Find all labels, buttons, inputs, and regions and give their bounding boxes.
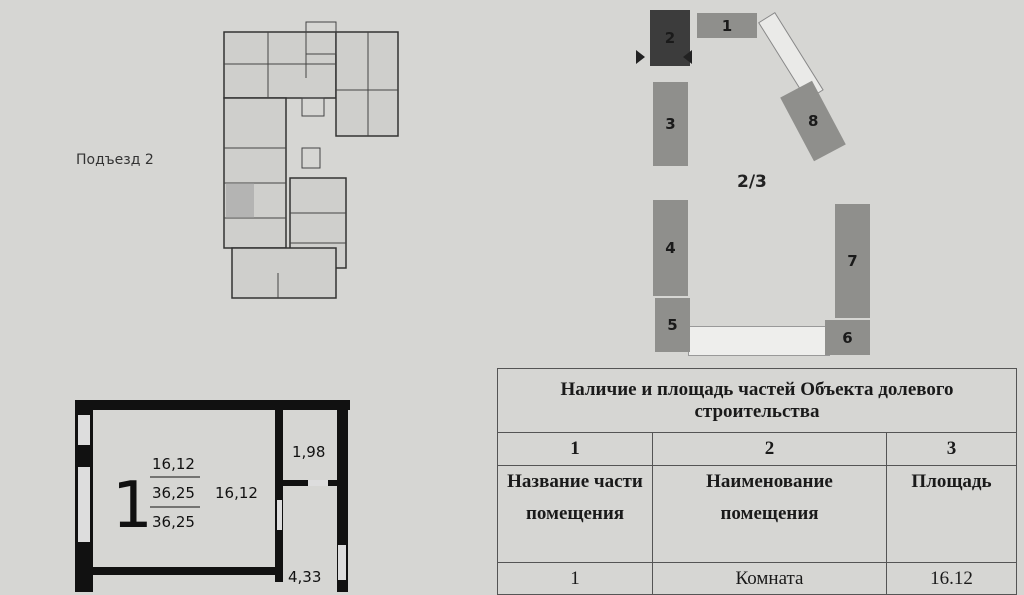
apartment-plan: 1 16,12 36,25 36,25 16,12 1,98 4,33 xyxy=(75,400,350,592)
areas-table: Наличие и площадь частей Объекта долевог… xyxy=(497,368,1017,595)
block-6: 6 xyxy=(825,320,870,355)
building-floor-plan xyxy=(223,21,399,299)
bathroom-area: 1,98 xyxy=(292,443,325,461)
total-area-2: 36,25 xyxy=(152,513,195,531)
living-area: 16,12 xyxy=(152,455,195,473)
arrow-left-marker-icon xyxy=(636,50,645,64)
hall-area: 4,33 xyxy=(288,568,321,586)
entrance-label: Подъезд 2 xyxy=(76,152,154,168)
column-header: Площадь xyxy=(886,465,1017,563)
table-title: Наличие и площадь частей Объекта долевог… xyxy=(497,368,1017,433)
cell-room-name: Комната xyxy=(652,562,887,595)
column-header: Название части помещения xyxy=(497,465,653,563)
cell-area: 16.12 xyxy=(886,562,1017,595)
column-header: Наименование помещения xyxy=(652,465,887,563)
cell-part-number: 1 xyxy=(497,562,653,595)
block-3: 3 xyxy=(653,82,688,166)
block-7: 7 xyxy=(835,204,870,318)
connector-5-6 xyxy=(688,326,830,356)
col-number: 3 xyxy=(886,432,1017,466)
column-numbers-row: 1 2 3 xyxy=(497,432,1017,466)
block-8: 8 xyxy=(780,80,846,162)
header-row: Название части помещения Наименование по… xyxy=(497,465,1017,563)
block-4: 4 xyxy=(653,200,688,296)
room-area: 16,12 xyxy=(215,484,258,502)
table-row: 1 Комната 16.12 xyxy=(497,562,1017,595)
col-number: 1 xyxy=(497,432,653,466)
section-label: 2/3 xyxy=(737,172,767,192)
total-area: 36,25 xyxy=(152,484,195,502)
unit-number: 1 xyxy=(112,469,153,543)
col-number: 2 xyxy=(652,432,887,466)
block-5: 5 xyxy=(655,298,690,352)
block-1: 1 xyxy=(697,13,757,38)
arrow-right-marker-icon xyxy=(683,50,692,64)
